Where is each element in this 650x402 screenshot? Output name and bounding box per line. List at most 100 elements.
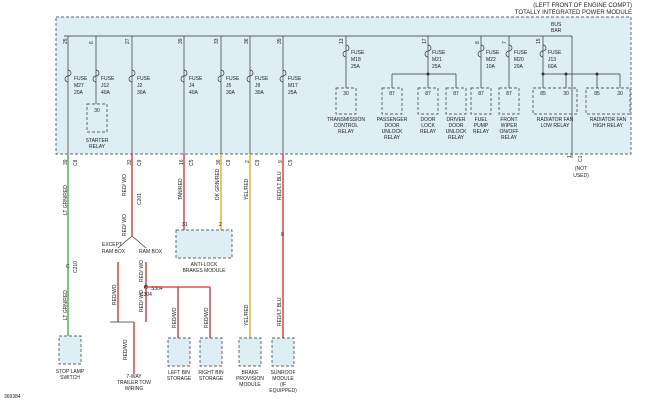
fuse-label: FUSE (432, 50, 446, 56)
fuse-rating: 25A (432, 64, 442, 70)
connector-pin: 9 (278, 160, 284, 163)
relay-pin: 85 (540, 91, 546, 97)
fuse-pin: 7 (502, 41, 508, 44)
left-bin-storage: LEFT BIN STORAGE (167, 337, 192, 382)
connector-pin: 32 (127, 159, 133, 165)
component-label: STORAGE (199, 376, 224, 382)
relay-pin: 30 (563, 91, 569, 97)
relay-label: CONTROL (334, 123, 359, 129)
wire-color-label: RED/ WO (139, 260, 145, 282)
c304-label: C304 (140, 292, 152, 298)
transmission-control-relay: 30 TRANSMISSION CONTROL RELAY (327, 87, 365, 135)
fuse-symbol (180, 69, 188, 83)
fuse-id: M17 (288, 83, 298, 89)
fuse-id: J12 (101, 83, 109, 89)
relay-label: RELAY (448, 135, 465, 141)
fuse-j9: 36 FUSE J9 30A (244, 36, 269, 154)
connector-c1-not-used: 1 C1 (NOT USED) (567, 155, 589, 179)
fuse-rating: 25A (351, 64, 361, 70)
fuse-id: M18 (351, 57, 361, 63)
relay-pin: 30 (343, 91, 349, 97)
connector-c9-32: 32 C9 (127, 159, 143, 166)
relay-label: WIPER (501, 123, 518, 129)
relay-box (445, 87, 467, 115)
connector-id: C1 (578, 155, 584, 162)
c210-pin: C (66, 264, 70, 270)
relay-pin: 30 (94, 108, 100, 114)
connector-id: C9 (137, 159, 143, 166)
connector-id: C9 (226, 159, 232, 166)
fuse-id: M27 (74, 83, 84, 89)
relay-label: LOCK (421, 123, 435, 129)
variant-label: RAM BOX (139, 249, 163, 255)
fuse-rating: 25A (288, 90, 298, 96)
fuse-m27: 25 FUSE M27 20A (63, 36, 88, 154)
relay-pin: 87 (389, 91, 395, 97)
relay-box (532, 87, 578, 115)
relay-label: STARTER (86, 138, 109, 144)
connector-id: C5 (189, 159, 195, 166)
fuse-m20: 7 FUSE M20 20A (502, 36, 528, 88)
driver-door-unlock-relay: 87 DRIVER DOOR UNLOCK RELAY (445, 87, 467, 141)
component-label: SWITCH (60, 375, 80, 381)
relay-pin: 87 (425, 91, 431, 97)
not-used-note: (NOT (575, 166, 587, 172)
bus-bar-label-2: BAR (551, 28, 562, 34)
fuse-rating: 60A (548, 64, 558, 70)
fuse-symbol (424, 44, 432, 58)
brake-provision-module: BRAKE PROVISION MODULE (236, 337, 264, 388)
wire-color-label: RED/LT BLU (277, 171, 283, 200)
fuse-pin: 13 (339, 38, 345, 44)
fuse-rating: 40A (189, 90, 199, 96)
splice-label: S304 (151, 286, 163, 292)
right-bin-storage: RIGHT BIN STORAGE (198, 337, 224, 382)
wire-stop-lamp: LT GRN/RED C C210 LT GRN/RED (63, 154, 79, 336)
bus-bar-label-1: BUS (551, 22, 562, 28)
fuse-m22: 8 FUSE M22 10A (475, 36, 500, 88)
component-label: PROVISION (236, 376, 264, 382)
component-box (175, 229, 233, 259)
component-label: ANTI-LOCK (191, 262, 218, 268)
not-used-note: USED) (573, 173, 589, 179)
fuse-pin: 35 (277, 38, 283, 44)
component-label: STOP LAMP (56, 369, 85, 375)
connector-pin: 16 (179, 159, 185, 165)
relay-box (585, 87, 631, 115)
fuse-symbol (279, 69, 287, 83)
relay-box (470, 87, 492, 115)
wire-brake: YEL/RED YEL/RED (244, 154, 251, 338)
variant-label: EXCEPT (102, 242, 122, 248)
component-box (167, 337, 191, 367)
stop-lamp-switch: STOP LAMP SWITCH (56, 335, 85, 381)
fuse-id: M20 (514, 57, 524, 63)
wire-color-label: RED/WO (112, 284, 118, 305)
fuse-rating: 30A (226, 90, 236, 96)
j13-distribution (541, 72, 621, 88)
fuse-pin: 25 (63, 38, 69, 44)
bus-bar: BUS BAR (64, 22, 573, 154)
component-box (58, 335, 82, 365)
wire-color-label: RED/ WO (122, 214, 128, 236)
connector-c5-9: 9 C5 (278, 159, 294, 166)
fuse-label: FUSE (514, 50, 528, 56)
fuse-m21: 17 FUSE M21 25A (422, 36, 446, 74)
wire-color-label: YEL/RED (244, 304, 250, 326)
relay-label: RADIATOR FAN (590, 117, 627, 123)
fuse-label: FUSE (351, 50, 365, 56)
relay-label: DOOR (421, 117, 436, 123)
fuse-label: FUSE (226, 76, 240, 82)
figure-id: 369384 (4, 394, 21, 400)
relay-label: TRANSMISSION (327, 117, 365, 123)
passenger-door-unlock-relay: 87 PASSENGER DOOR UNLOCK RELAY (377, 87, 408, 141)
fuse-label: FUSE (74, 76, 88, 82)
wire-trailer-bins: RED/ WO C201 RED/ WO RED/WO RED/WO RED/ … (102, 154, 211, 374)
relay-label: RELAY (338, 129, 355, 135)
component-label: BRAKES MODULE (182, 268, 226, 274)
relay-box (335, 87, 357, 115)
radiator-fan-high-relay: 85 30 RADIATOR FAN HIGH RELAY (585, 87, 631, 129)
relay-label: RELAY (501, 135, 518, 141)
fuse-id: J9 (255, 83, 261, 89)
relay-label: FRONT (500, 117, 517, 123)
fuse-symbol (342, 44, 350, 58)
